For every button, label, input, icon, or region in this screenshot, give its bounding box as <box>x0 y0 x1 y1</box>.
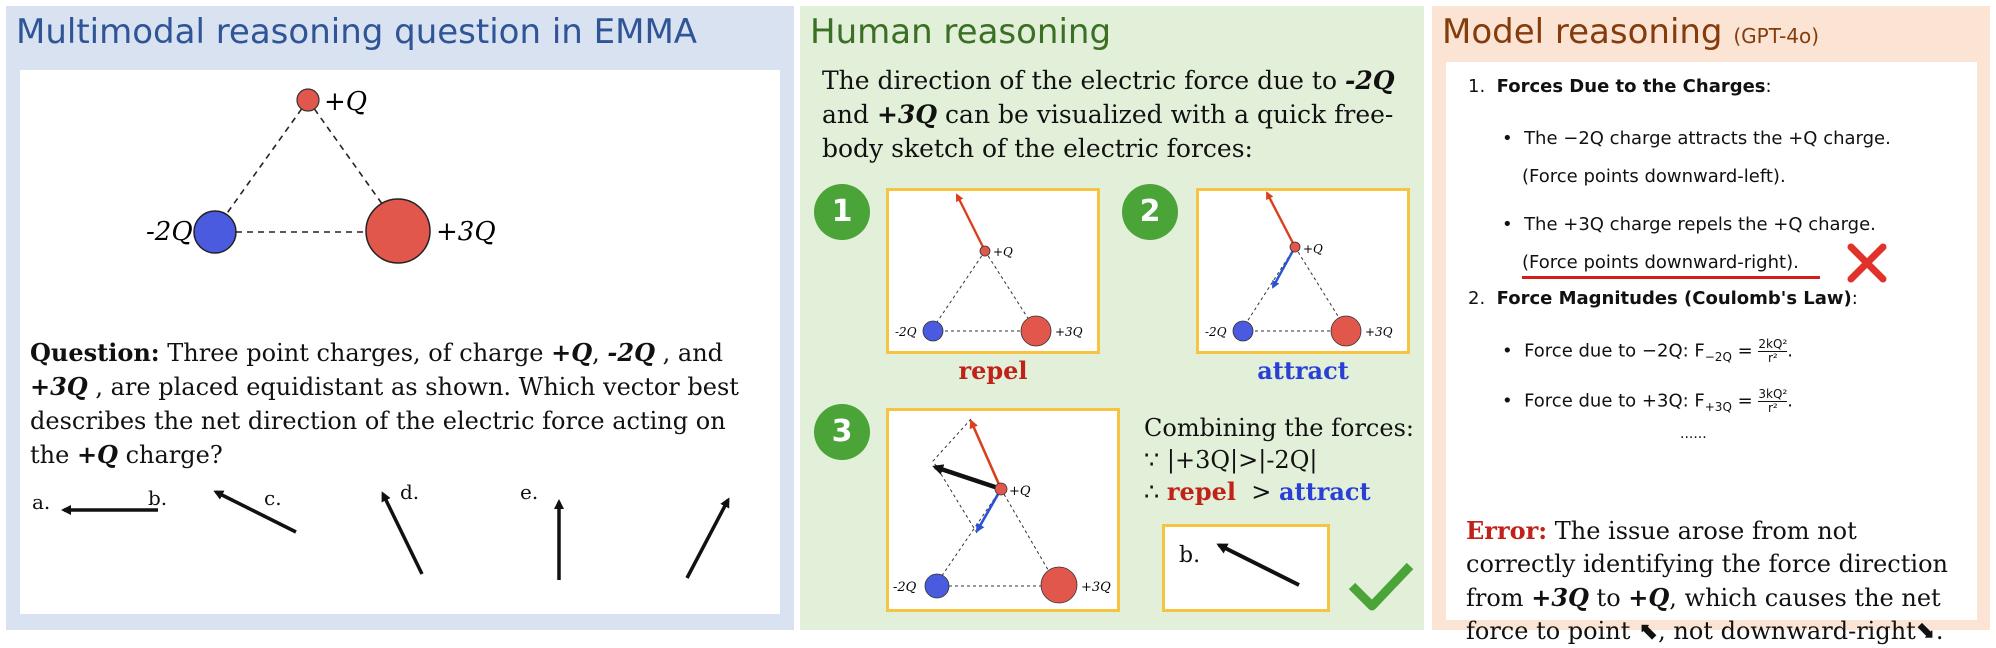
wrong-claim: (Force points downward-right). <box>1522 252 1799 273</box>
repel-force-arrow-icon <box>969 419 1003 490</box>
combine-text: Combining the forces: ∵ |+3Q|>|-2Q| ∴ re… <box>1144 412 1414 508</box>
ellipsis: ...... <box>1680 426 1707 442</box>
charge-ref: +3Q <box>30 372 88 401</box>
option-e-label: e. <box>520 480 539 504</box>
question-panel-title: Multimodal reasoning question in EMMA <box>16 12 698 52</box>
attract-force-arrow-icon <box>1271 246 1297 289</box>
attract-sketch: +Q -2Q +3Q <box>1205 191 1393 347</box>
charge-plus-3q <box>1040 566 1078 604</box>
option-b-label: b. <box>148 486 168 510</box>
human-intro-text: The direction of the electric force due … <box>822 66 1395 163</box>
item-2: 2. Force Magnitudes (Coulomb's Law): <box>1468 288 1858 309</box>
label-minus-2q: -2Q <box>895 325 917 339</box>
error-label: Error: <box>1466 516 1548 545</box>
charge-plus-q <box>979 245 991 257</box>
question-card: +Q -2Q +3Q Question: Three point charges… <box>20 70 780 614</box>
charge-ref: -2Q <box>607 338 655 367</box>
charge-ref: +Q <box>1628 583 1670 612</box>
combined-sketch: +Q -2Q +3Q <box>893 418 1111 604</box>
label-plus-3q: +3Q <box>1365 325 1393 339</box>
human-panel-title: Human reasoning <box>810 12 1112 52</box>
option-e-arrow-icon <box>685 497 730 579</box>
label-plus-q: +Q <box>1009 484 1031 499</box>
option-c-label: c. <box>264 486 282 510</box>
answer-b-arrow-icon <box>1216 543 1300 587</box>
parallelogram-guide <box>932 418 978 534</box>
cross-icon <box>1847 243 1887 283</box>
charge-plus-3q <box>1020 315 1052 347</box>
error-underline <box>1522 276 1820 279</box>
because-line: ∵ |+3Q|>|-2Q| <box>1144 446 1318 474</box>
charge-ref: +3Q <box>876 100 938 129</box>
repel-force-arrow-icon <box>1265 191 1297 248</box>
down-right-arrow-icon: ⬊ <box>1915 617 1936 645</box>
charge-plus-3q <box>1330 315 1362 347</box>
question-text: Question: Three point charges, of charge… <box>30 338 739 469</box>
charge-ref: +Q <box>551 338 593 367</box>
model-output-card: 1. Forces Due to the Charges: • The −2Q … <box>1446 62 1977 645</box>
attract-word: attract <box>1279 477 1371 506</box>
charge-plus-q <box>994 482 1008 496</box>
charge-ref: -2Q <box>1344 66 1395 95</box>
attract-force-arrow-icon <box>975 488 1003 533</box>
edge-right <box>307 99 396 223</box>
charge-ref: +3Q <box>1531 583 1589 612</box>
label-plus-q: +Q <box>1303 242 1323 256</box>
label-plus-q: +Q <box>993 245 1013 259</box>
charge-minus-2q <box>924 573 950 599</box>
model-panel-title: Model reasoning (GPT-4o) <box>1442 12 1820 52</box>
human-reasoning-panel: Human reasoning The direction of the ele… <box>800 6 1424 630</box>
label-plus-q: +Q <box>324 87 367 117</box>
check-icon <box>1348 562 1414 611</box>
question-lead: Question: <box>30 338 160 367</box>
charge-triangle-diagram: +Q -2Q +3Q <box>146 87 496 264</box>
step-2-badge: 2 <box>1122 184 1178 240</box>
repel-sketch: +Q -2Q +3Q <box>895 193 1083 347</box>
option-d-label: d. <box>400 480 420 504</box>
up-left-arrow-icon: ⬉ <box>1638 617 1659 645</box>
combine-heading: Combining the forces: <box>1144 414 1414 442</box>
step-3-badge: 3 <box>814 404 870 460</box>
edge-left <box>214 99 309 231</box>
error-explanation: Error: The issue arose from not correctl… <box>1466 516 1948 645</box>
label-plus-3q: +3Q <box>436 217 496 247</box>
attract-caption: attract <box>1257 356 1349 385</box>
charge-minus-2q <box>1232 320 1254 342</box>
charge-plus-q <box>1289 241 1301 253</box>
item-1: 1. Forces Due to the Charges: <box>1468 76 1772 97</box>
repel-sketch-box: +Q -2Q +3Q <box>886 188 1100 354</box>
model-reasoning-panel: Model reasoning (GPT-4o) 1. Forces Due t… <box>1432 6 1990 645</box>
question-panel: Multimodal reasoning question in EMMA +Q… <box>6 6 794 630</box>
repel-force-arrow-icon <box>955 193 987 252</box>
label-minus-2q: -2Q <box>146 217 193 247</box>
charge-plus-q <box>296 88 320 112</box>
answer-label: b. <box>1179 543 1201 568</box>
bullet-attract: • The −2Q charge attracts the +Q charge.… <box>1502 128 1891 187</box>
repel-caption: repel <box>958 356 1028 385</box>
label-plus-3q: +3Q <box>1055 325 1083 339</box>
charge-ref: +Q <box>76 440 118 469</box>
repel-word: repel <box>1166 477 1236 506</box>
charge-minus-2q <box>193 210 237 254</box>
model-name: (GPT-4o) <box>1733 24 1820 48</box>
net-force-arrow-icon <box>932 464 1002 492</box>
bullet-repel: • The +3Q charge repels the +Q charge. (… <box>1502 206 1876 282</box>
option-b-arrow-icon <box>213 490 297 534</box>
label-plus-3q: +3Q <box>1081 580 1111 595</box>
option-vectors <box>61 490 730 580</box>
option-a-label: a. <box>32 490 51 514</box>
label-minus-2q: -2Q <box>893 580 917 595</box>
label-minus-2q: -2Q <box>1205 325 1227 339</box>
step-1-badge: 1 <box>814 184 870 240</box>
charge-plus-3q <box>365 198 431 264</box>
attract-sketch-box: +Q -2Q +3Q <box>1196 188 1410 354</box>
charge-minus-2q <box>922 320 944 342</box>
answer-arrow <box>1216 543 1300 587</box>
answer-box: b. <box>1162 524 1330 612</box>
combined-sketch-box: +Q -2Q +3Q <box>886 408 1120 612</box>
option-c-arrow-icon <box>381 491 424 575</box>
therefore-line: ∴ repel > attract <box>1144 477 1371 506</box>
